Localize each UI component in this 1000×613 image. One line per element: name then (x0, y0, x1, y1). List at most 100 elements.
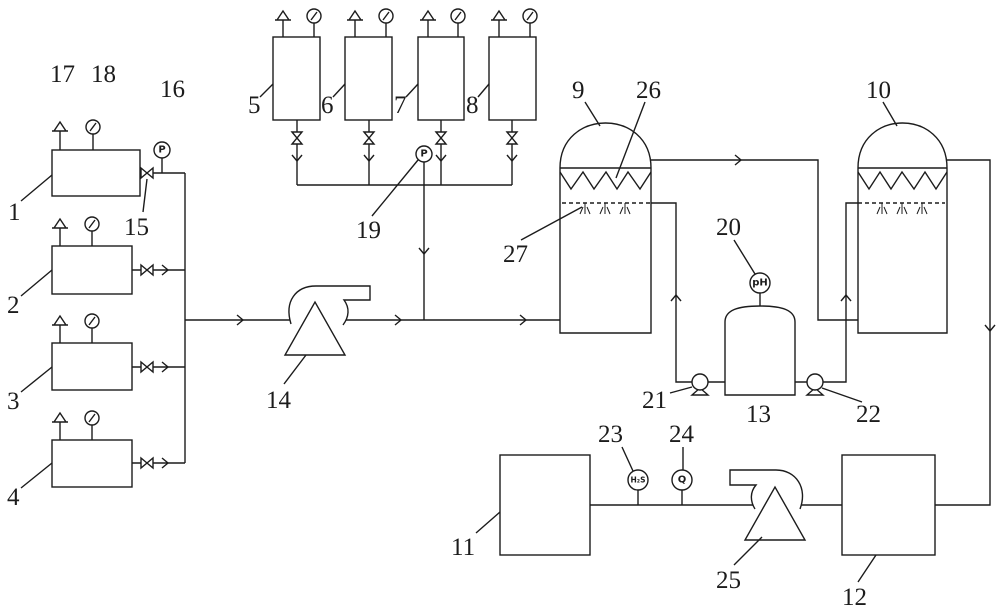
label-4: 4 (7, 484, 20, 511)
dosing-tank-6-assembly (344, 8, 394, 121)
breather-valve (275, 9, 291, 21)
label-9: 9 (572, 77, 585, 104)
fan-14-volute (288, 285, 371, 326)
label-15: 15 (124, 214, 149, 241)
label-17: 17 (50, 61, 75, 88)
flow-arrow-icon (435, 154, 447, 163)
feed-tank-4-assembly (51, 410, 133, 488)
label-19: 19 (356, 217, 381, 244)
breather-valve (491, 9, 507, 21)
flow-arrow-icon (394, 314, 403, 326)
flow-arrow-icon (236, 314, 245, 326)
breather-valve (52, 217, 68, 229)
valve-tank-6 (362, 131, 376, 145)
flow-arrow-icon (363, 154, 375, 163)
flow-arrow-icon (161, 264, 170, 276)
spray-nozzle (579, 203, 591, 215)
feed-tank-1 (51, 149, 141, 197)
flow-arrow-icon (418, 247, 430, 256)
fan-25-base (743, 485, 807, 541)
fan-14 (283, 285, 371, 356)
label-2: 2 (7, 292, 20, 319)
ph-sensor-20 (749, 272, 771, 294)
feed-tank-2 (51, 245, 133, 295)
h2s-sensor-23-text: H₂S (631, 476, 646, 485)
flow-arrow-icon (506, 154, 518, 163)
breather-valve (52, 411, 68, 423)
gauge-needle (88, 316, 96, 326)
breather-valve (52, 314, 68, 326)
dosing-tank-7 (417, 36, 465, 121)
label-8: 8 (466, 92, 479, 119)
label-23: 23 (598, 421, 623, 448)
flow-arrow-icon (670, 293, 682, 302)
label-27: 27 (503, 241, 528, 268)
flow-meter-24-text: Q (678, 475, 687, 486)
valve-tank-8 (505, 131, 519, 145)
tower-10-shell (857, 122, 948, 334)
flow-arrow-icon (519, 314, 528, 326)
label-16: 16 (160, 76, 185, 103)
label-22: 22 (856, 401, 881, 428)
feed-pipes (132, 172, 292, 464)
leader-lines (20, 83, 898, 583)
label-24: 24 (669, 421, 695, 448)
valve-tank-3 (140, 360, 154, 374)
pressure-gauge-16 (153, 141, 171, 159)
label-12: 12 (842, 584, 867, 611)
label-3: 3 (7, 388, 20, 415)
gauge-18-needle (89, 122, 97, 132)
label-7: 7 (394, 92, 407, 119)
flow-meter-24 (671, 469, 693, 491)
flow-arrow-icon (984, 324, 996, 333)
dosing-tank-7-assembly (417, 8, 466, 121)
fan-14-base (283, 300, 347, 356)
h2s-sensor-23 (627, 469, 649, 491)
ph-sensor-20-text: pH (752, 278, 768, 289)
gauge-needle (88, 219, 96, 229)
gauge-needle (310, 11, 318, 21)
label-13: 13 (746, 401, 771, 428)
valve-tank-5 (290, 131, 304, 145)
liquid-line-to-tower-9 (651, 202, 725, 383)
vessel-12 (841, 454, 936, 556)
label-11: 11 (451, 534, 475, 561)
liquid-tank-13 (724, 305, 796, 396)
spray-nozzle (619, 203, 631, 215)
gauge-needle (382, 11, 390, 21)
label-25: 25 (716, 567, 741, 594)
label-21: 21 (642, 387, 667, 414)
gauge-needle (88, 413, 96, 423)
label-18: 18 (91, 61, 116, 88)
spray-nozzle (599, 203, 611, 215)
tower-9 (559, 122, 652, 334)
dosing-tank-5 (272, 36, 321, 121)
breather-valve (347, 9, 363, 21)
pump-22 (806, 373, 824, 391)
pressure-gauge-16-text: P (158, 145, 165, 156)
label-5: 5 (248, 92, 261, 119)
gauge-needle (454, 11, 462, 21)
flow-arrow-icon (291, 154, 303, 163)
dosing-tank-8-assembly (488, 8, 538, 121)
breather-valve (420, 9, 436, 21)
dosing-tank-5-assembly (272, 8, 322, 121)
gas-line-10-to-12 (935, 159, 991, 506)
dosing-piping: P (290, 120, 519, 320)
demister (857, 170, 948, 191)
label-1: 1 (8, 199, 21, 226)
feed-tank-3-assembly (51, 313, 133, 391)
sensor-stems (637, 490, 683, 505)
dosing-pipes (296, 120, 513, 320)
vessel-11 (499, 454, 591, 556)
valve-tank-2 (140, 263, 154, 277)
breather-valve-17 (52, 120, 68, 132)
pump-22-base (805, 387, 825, 396)
label-10: 10 (866, 77, 891, 104)
demister-26 (559, 170, 652, 191)
reference-numerals: 1 2 3 4 5 6 7 8 9 10 11 12 13 14 15 16 1… (7, 61, 891, 611)
pump-21 (691, 373, 709, 391)
flow-arrow-icon (840, 293, 852, 302)
feed-tank-4 (51, 439, 133, 488)
tower-9-shell (559, 122, 652, 334)
